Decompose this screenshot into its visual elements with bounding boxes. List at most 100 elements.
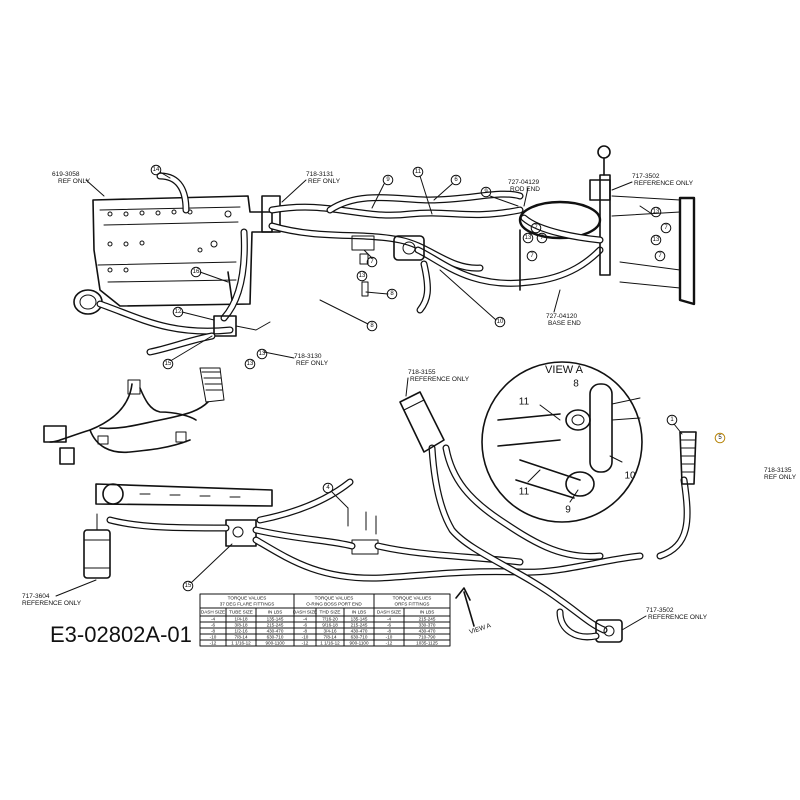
svg-text:717-3604: 717-3604	[22, 593, 50, 600]
svg-text:9: 9	[484, 189, 488, 195]
callout-c4: 6	[450, 174, 462, 186]
svg-text:-4: -4	[211, 617, 216, 622]
svg-text:REFERENCE ONLY: REFERENCE ONLY	[634, 180, 694, 187]
svg-text:-6: -6	[211, 623, 216, 628]
svg-text:717-3502: 717-3502	[632, 173, 660, 180]
callout-c15: 13	[356, 270, 368, 282]
svg-text:VIEW A: VIEW A	[545, 364, 584, 376]
callout-c7: 7	[660, 222, 672, 234]
svg-text:12: 12	[175, 309, 182, 315]
svg-text:-10: -10	[386, 635, 393, 640]
callout-c13: 7	[526, 250, 538, 262]
svg-text:7: 7	[658, 253, 662, 259]
svg-text:13: 13	[259, 351, 266, 357]
svg-text:1/2-16: 1/2-16	[234, 629, 247, 634]
svg-text:717-3502: 717-3502	[646, 607, 674, 614]
svg-text:REFERENCE ONLY: REFERENCE ONLY	[22, 600, 82, 607]
svg-text:REFERENCE ONLY: REFERENCE ONLY	[648, 614, 708, 621]
callout-c23: 13	[244, 358, 256, 370]
callout-c21: 13	[256, 348, 268, 360]
svg-text:15: 15	[165, 361, 172, 367]
svg-text:7: 7	[664, 225, 668, 231]
svg-text:REF ONLY: REF ONLY	[58, 178, 91, 185]
svg-text:14: 14	[153, 167, 160, 173]
svg-text:-8: -8	[211, 629, 216, 634]
svg-text:REF ONLY: REF ONLY	[764, 474, 797, 481]
callout-leaders	[159, 171, 683, 583]
callout-c24: 1	[666, 414, 678, 426]
svg-text:727-04129: 727-04129	[508, 179, 539, 186]
callout-c8: 7	[530, 222, 542, 234]
svg-text:11: 11	[415, 169, 422, 175]
lower-assembly	[83, 391, 697, 643]
svg-text:DASH SIZE: DASH SIZE	[201, 610, 225, 615]
callout-c1: 14	[150, 164, 162, 176]
svg-text:11: 11	[519, 397, 530, 408]
svg-text:IN LBS: IN LBS	[420, 610, 435, 615]
svg-text:8: 8	[370, 323, 374, 329]
callout-c12: 7	[654, 250, 666, 262]
svg-text:6: 6	[454, 177, 458, 183]
callouts: 14 9 11 6 9 13 7 7 13 7 13 7 7 7 13 8 10…	[150, 164, 726, 592]
svg-text:DASH SIZE: DASH SIZE	[293, 610, 317, 615]
svg-text:710-790: 710-790	[419, 635, 436, 640]
callout-c27: 15	[182, 580, 194, 592]
svg-text:THD SIZE: THD SIZE	[320, 610, 341, 615]
svg-text:TORQUE VALUES: TORQUE VALUES	[315, 596, 354, 601]
svg-text:13: 13	[525, 235, 532, 241]
svg-text:9: 9	[565, 505, 571, 516]
svg-text:7: 7	[530, 253, 534, 259]
reference-leaders	[55, 179, 647, 631]
svg-text:13: 13	[653, 237, 660, 243]
svg-text:13: 13	[247, 361, 254, 367]
svg-text:215-245: 215-245	[419, 617, 436, 622]
svg-text:7/8-14: 7/8-14	[323, 635, 336, 640]
callout-c2: 9	[382, 174, 394, 186]
svg-text:-4: -4	[303, 617, 308, 622]
svg-text:13: 13	[359, 273, 366, 279]
svg-text:5: 5	[718, 435, 722, 441]
svg-text:330-370: 330-370	[419, 623, 436, 628]
svg-text:430-470: 430-470	[351, 629, 368, 634]
svg-text:900-1100: 900-1100	[349, 641, 369, 646]
svg-text:1 1/16-12: 1 1/16-12	[320, 641, 340, 646]
svg-text:11: 11	[519, 487, 530, 498]
svg-text:REF ONLY: REF ONLY	[308, 178, 341, 185]
svg-text:718-3130: 718-3130	[294, 353, 322, 360]
callout-c26: 4	[322, 482, 334, 494]
svg-text:37 DEG FLARE FITTINGS: 37 DEG FLARE FITTINGS	[220, 602, 275, 607]
svg-text:-6: -6	[303, 623, 308, 628]
svg-text:TUBE SIZE: TUBE SIZE	[229, 610, 253, 615]
view-a-detail	[481, 361, 643, 523]
svg-text:135-145: 135-145	[351, 617, 368, 622]
svg-text:-12: -12	[302, 641, 309, 646]
svg-text:215-245: 215-245	[351, 623, 368, 628]
callout-c11: 13	[650, 234, 662, 246]
torque-table-flare: TORQUE VALUES 37 DEG FLARE FITTINGS DASH…	[199, 593, 295, 647]
svg-text:718-3155: 718-3155	[408, 369, 436, 376]
svg-text:900-1100: 900-1100	[265, 641, 285, 646]
svg-text:-4: -4	[387, 617, 392, 622]
svg-text:-12: -12	[210, 641, 217, 646]
callout-c16: 8	[386, 288, 398, 300]
svg-text:619-3058: 619-3058	[52, 171, 80, 178]
svg-text:9/16-18: 9/16-18	[322, 623, 338, 628]
callout-c25: 5	[714, 432, 726, 444]
svg-text:-12: -12	[386, 641, 393, 646]
svg-text:REF ONLY: REF ONLY	[296, 360, 329, 367]
svg-text:630-710: 630-710	[267, 635, 284, 640]
svg-text:7/16-20: 7/16-20	[322, 617, 338, 622]
svg-text:1035-1125: 1035-1125	[416, 641, 438, 646]
view-a-arrow-label: VIEW A	[468, 622, 492, 636]
svg-text:REFERENCE ONLY: REFERENCE ONLY	[410, 376, 470, 383]
svg-text:430-470: 430-470	[267, 629, 284, 634]
svg-text:1 1/16-12: 1 1/16-12	[231, 641, 251, 646]
drawing-code: E3-02802A-01	[50, 622, 192, 647]
callout-c19: 16	[190, 266, 202, 278]
svg-text:DASH SIZE: DASH SIZE	[377, 610, 401, 615]
svg-text:630-710: 630-710	[351, 635, 368, 640]
